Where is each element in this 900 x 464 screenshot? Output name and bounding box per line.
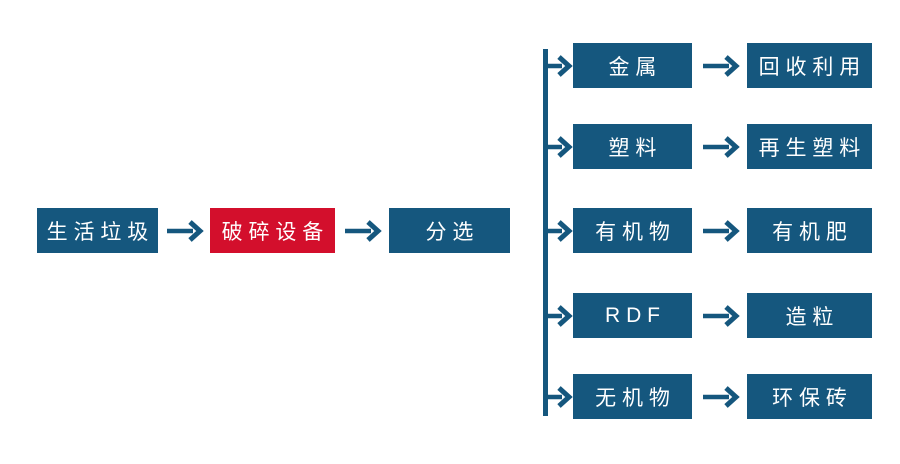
node-label: 无机物 xyxy=(595,386,676,410)
right-arrow-icon xyxy=(703,386,740,408)
right-arrow-icon xyxy=(545,305,573,327)
node-organic-fertilizer: 有机肥 xyxy=(747,208,872,253)
branch-row-inorganic: 无机物 环保砖 xyxy=(0,374,900,419)
node-metal: 金属 xyxy=(573,43,692,88)
node-label: 再生塑料 xyxy=(758,136,867,160)
node-recycled-plastic: 再生塑料 xyxy=(747,124,872,169)
node-label: 造粒 xyxy=(785,305,840,329)
main-chain-row: 生活垃圾 破碎设备 分选 xyxy=(0,208,900,253)
branch-row-organic: 有机物 有机肥 xyxy=(0,208,900,253)
node-label: 回收利用 xyxy=(758,55,867,79)
right-arrow-icon xyxy=(167,220,204,242)
right-arrow-icon xyxy=(703,305,740,327)
right-arrow-icon xyxy=(545,55,573,77)
node-organic-matter: 有机物 xyxy=(573,208,692,253)
node-label: 环保砖 xyxy=(772,386,853,410)
node-label: 金属 xyxy=(608,55,663,79)
branch-row-rdf: RDF 造粒 xyxy=(0,293,900,338)
right-arrow-icon xyxy=(545,136,573,158)
right-arrow-icon xyxy=(703,136,740,158)
node-eco-brick: 环保砖 xyxy=(747,374,872,419)
node-label: 生活垃圾 xyxy=(46,220,155,244)
node-label: 有机物 xyxy=(595,220,676,244)
node-inorganic-matter: 无机物 xyxy=(573,374,692,419)
node-label: 塑料 xyxy=(608,136,663,160)
node-crushing-equipment: 破碎设备 xyxy=(210,208,335,253)
branch-row-metal: 金属 回收利用 xyxy=(0,43,900,88)
node-label: RDF xyxy=(605,303,666,327)
right-arrow-icon xyxy=(703,220,740,242)
branch-row-plastic: 塑料 再生塑料 xyxy=(0,124,900,169)
node-label: 分选 xyxy=(425,220,480,244)
node-sorting: 分选 xyxy=(389,208,510,253)
node-label: 有机肥 xyxy=(772,220,853,244)
node-recycling: 回收利用 xyxy=(747,43,872,88)
node-household-waste: 生活垃圾 xyxy=(37,208,158,253)
node-rdf: RDF xyxy=(573,293,692,338)
right-arrow-icon xyxy=(345,220,382,242)
node-granulation: 造粒 xyxy=(747,293,872,338)
right-arrow-icon xyxy=(545,220,573,242)
right-arrow-icon xyxy=(703,55,740,77)
node-label: 破碎设备 xyxy=(221,220,330,244)
right-arrow-icon xyxy=(545,386,573,408)
node-plastic: 塑料 xyxy=(573,124,692,169)
